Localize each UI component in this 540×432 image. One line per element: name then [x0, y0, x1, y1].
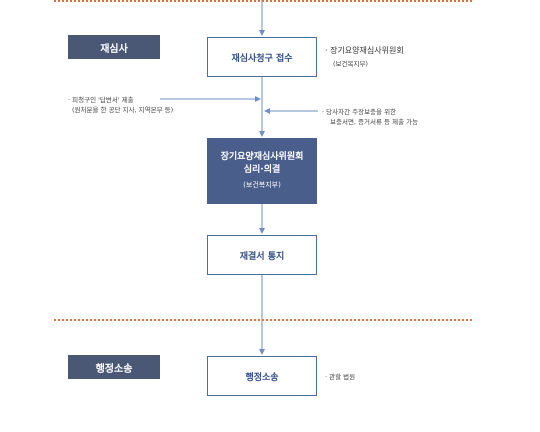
note-right-line1: · 당사자간 주장보충을 위한: [322, 108, 397, 116]
box-committee: 장기요양재심사위원회 심리·의결 (보건복지부): [207, 138, 317, 204]
note-left-line2: (원처분을 한 공단 지사, 지역본부 등): [72, 106, 174, 114]
box-request: 재심사청구 접수: [207, 37, 317, 77]
box-notice: 재결서 통지: [207, 235, 317, 275]
stage-label-review: 재심사: [68, 35, 160, 59]
stage-label-litigation: 행정소송: [68, 355, 160, 379]
note-right-line2: 보충서면, 증거서류 등 제출 가능: [330, 118, 419, 126]
box-committee-line1: 장기요양재심사위원회: [220, 152, 304, 162]
box-request-label: 재심사청구 접수: [231, 53, 293, 64]
note-lawsuit: · 관할 법원: [325, 373, 356, 381]
box-committee-line3: (보건복지부): [243, 181, 281, 189]
box-notice-label: 재결서 통지: [239, 251, 285, 262]
box-committee-line2: 심리·의결: [243, 165, 281, 175]
note-request-line1: · 장기요양재심사위원회: [325, 46, 404, 55]
section-divider-top: [54, 0, 472, 2]
note-request-line2: (보건복지부): [333, 60, 368, 68]
box-lawsuit: 행정소송: [207, 356, 317, 396]
box-lawsuit-label: 행정소송: [245, 372, 279, 383]
note-left-line1: · 피청구인 '답변서' 제출: [68, 96, 134, 104]
section-divider-middle: [54, 319, 472, 321]
